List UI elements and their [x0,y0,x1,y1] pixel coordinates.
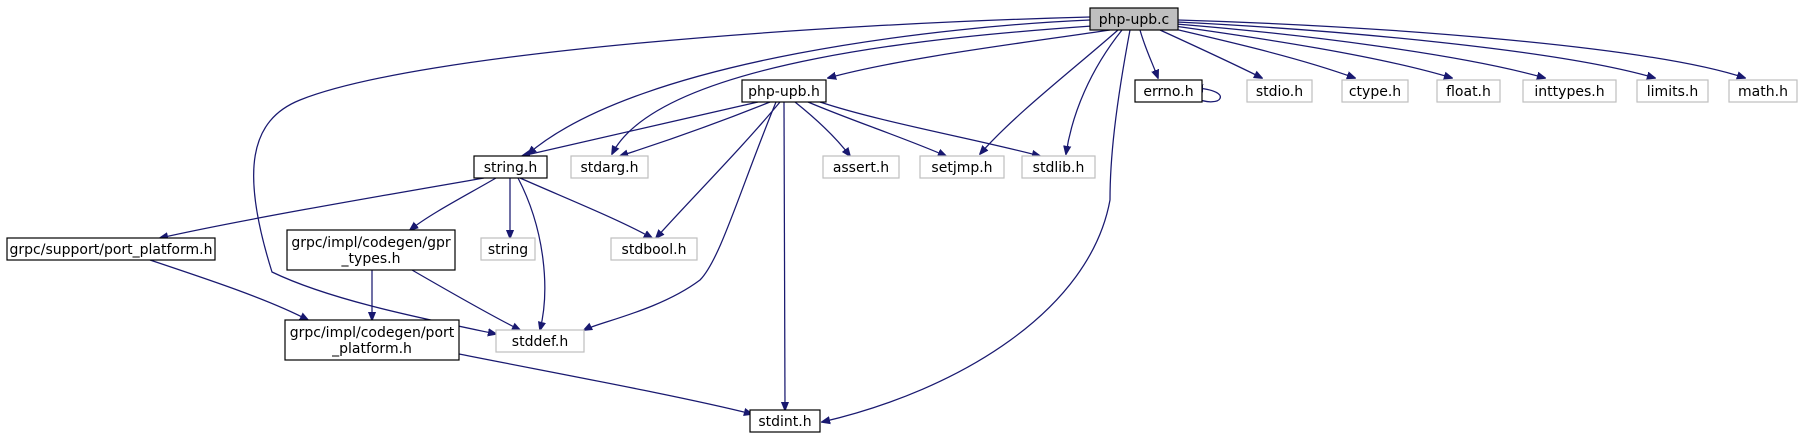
edge-php-upb-c-to-limits-h [1176,21,1655,78]
node-label: stdlib.h [1033,160,1085,176]
node-box [741,79,827,103]
edge-php-upb-c-to-ctype-h [1169,27,1355,78]
edge-php-upb-h-to-setjmp-h [807,101,946,156]
edge-php-upb-h-to-stddef-h [584,101,777,330]
node-stdbool-h[interactable]: stdbool.h [610,237,698,261]
node-php-upb-h[interactable]: php-upb.h [741,79,827,103]
node-box [1341,79,1409,103]
node-label: setjmp.h [931,160,992,176]
edge-php-upb-c-to-setjmp-h [980,29,1119,154]
edge-php-upb-c-to-stdarg-h [612,25,1093,154]
edge-string-h-to-gpr-types [410,177,497,230]
node-port-platform-support[interactable]: grpc/support/port_platform.h [6,237,216,261]
node-box [919,155,1005,179]
node-setjmp-h[interactable]: setjmp.h [919,155,1005,179]
edge-php-upb-c-to-errno-h [1139,29,1158,78]
node-box [822,155,900,179]
node-label: php-upb.h [748,84,820,100]
node-box [6,237,216,261]
edge-php-upb-c-to-stdlib-h [1066,29,1123,154]
node-box [570,155,649,179]
edge-php-upb-c-to-math-h [1177,19,1745,78]
node-label: stdarg.h [581,160,639,176]
node-label: math.h [1738,84,1788,100]
node-label: _types.h [341,251,401,267]
edge-errno-h-to-errno-h [1195,88,1221,103]
node-label: stdbool.h [622,242,687,258]
node-limits-h[interactable]: limits.h [1636,79,1709,103]
node-gpr-types[interactable]: grpc/impl/codegen/gpr_types.h [286,229,456,271]
node-errno-h[interactable]: errno.h [1134,79,1203,103]
edge-php-upb-h-to-string-h [522,101,759,156]
node-inttypes-h[interactable]: inttypes.h [1522,79,1617,103]
node-float-h[interactable]: float.h [1436,79,1501,103]
edge-php-upb-c-to-string-h [528,19,1091,154]
node-box [495,329,585,353]
node-box [1089,7,1179,31]
edge-php-upb-c-to-inttypes-h [1175,23,1545,78]
node-label: assert.h [833,160,889,176]
node-label: stdio.h [1256,84,1303,100]
node-stdint-h[interactable]: stdint.h [749,409,821,433]
node-string-std[interactable]: string [480,237,536,261]
node-label: string [488,242,528,258]
node-box [610,237,698,261]
node-box [284,319,460,361]
node-box [1636,79,1709,103]
node-label: ctype.h [1349,84,1401,100]
edge-string-h-to-stdbool-h [519,177,652,238]
node-math-h[interactable]: math.h [1728,79,1798,103]
node-ctype-h[interactable]: ctype.h [1341,79,1409,103]
edge-port-platform-codegen-to-stdint-h [458,353,752,414]
edge-string-h-to-stddef-h [517,177,545,330]
edge-php-upb-h-to-stdlib-h [819,101,1040,156]
node-box [1436,79,1501,103]
node-stdarg-h[interactable]: stdarg.h [570,155,649,179]
edge-php-upb-h-to-stdint-h [784,101,785,410]
node-box [1246,79,1313,103]
node-assert-h[interactable]: assert.h [822,155,900,179]
edge-php-upb-c-to-php-upb-h [828,29,1111,78]
node-label: inttypes.h [1534,84,1604,100]
node-box [1728,79,1798,103]
node-label: stddef.h [512,334,568,350]
edge-gpr-types-to-stddef-h [411,269,520,330]
node-string-h[interactable]: string.h [473,155,548,179]
edge-port-platform-support-to-port-platform-codegen [149,259,308,320]
node-php-upb-c[interactable]: php-upb.c [1089,7,1179,31]
edges-layer [149,16,1745,422]
node-stdio-h[interactable]: stdio.h [1246,79,1313,103]
node-label: grpc/impl/codegen/port [290,325,455,341]
node-box [1522,79,1617,103]
node-box [749,409,821,433]
node-label: string.h [484,160,538,176]
edge-php-upb-h-to-assert-h [794,101,850,156]
node-label: float.h [1446,84,1491,100]
edge-php-upb-c-to-float-h [1173,25,1452,78]
node-label: grpc/impl/codegen/gpr [291,235,451,251]
node-port-platform-codegen[interactable]: grpc/impl/codegen/port_platform.h [284,319,460,361]
node-box [480,237,536,261]
nodes-layer: php-upb.c php-upb.h errno.h stdio.h ctype.h f… [6,7,1798,433]
edge-php-upb-c-to-stdio-h [1159,29,1262,78]
node-stddef-h[interactable]: stddef.h [495,329,585,353]
edge-php-upb-h-to-stdbool-h [656,101,781,238]
node-box [1021,155,1096,179]
node-label: errno.h [1143,84,1193,100]
node-box [473,155,548,179]
node-label: grpc/support/port_platform.h [10,242,213,258]
node-box [286,229,456,271]
edge-php-upb-h-to-stdarg-h [620,101,771,156]
node-box [1134,79,1203,103]
node-label: stdint.h [758,414,811,430]
node-label: php-upb.c [1099,12,1170,28]
node-stdlib-h[interactable]: stdlib.h [1021,155,1096,179]
node-label: limits.h [1647,84,1698,100]
edge-string-h-to-port-platform-support [160,177,485,238]
node-label: _platform.h [331,341,412,357]
edge-php-upb-c-to-stddef-h [253,16,1091,334]
edge-php-upb-c-to-stdint-h [822,29,1131,422]
